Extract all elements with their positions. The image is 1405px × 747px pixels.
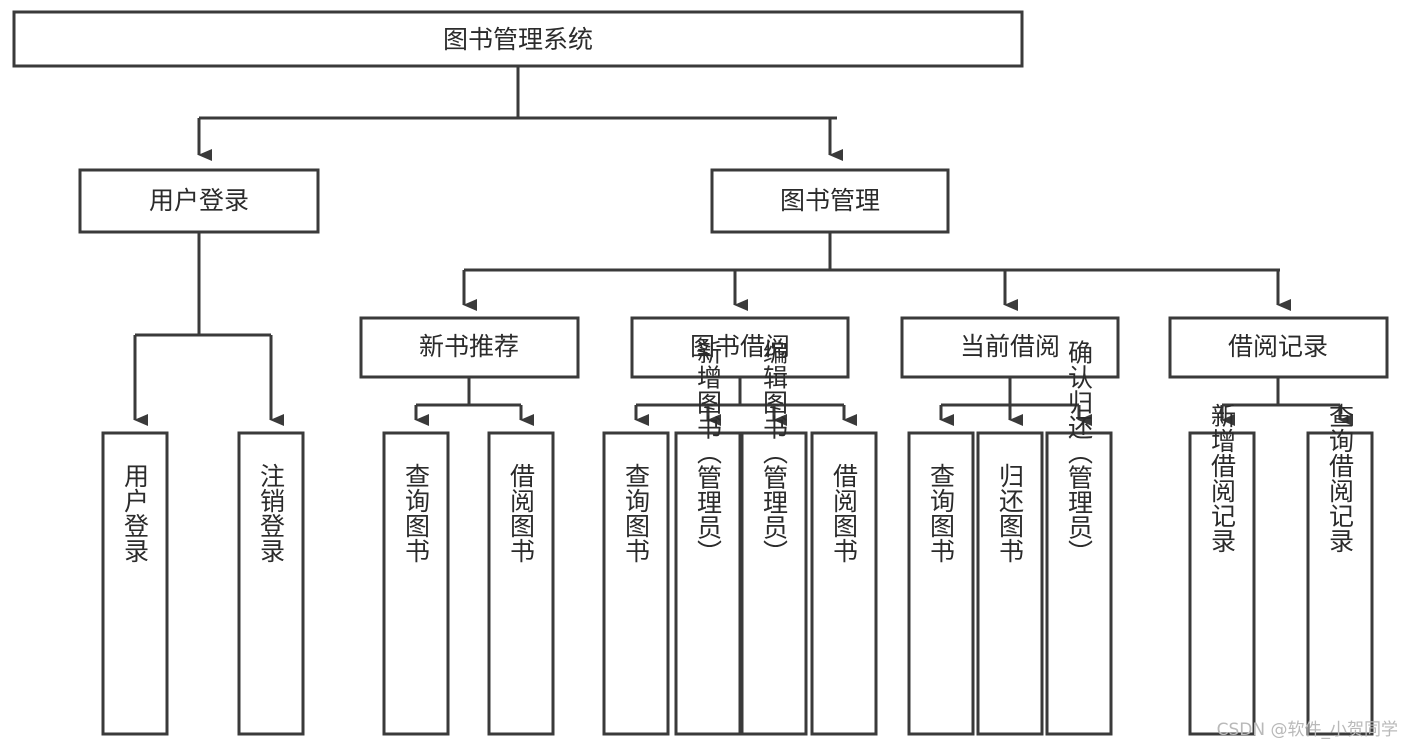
leaf-node-user-login-login[interactable]: 用户登录 — [101, 431, 169, 736]
leaf-label: 注销登录 — [257, 463, 286, 563]
leaf-label: 借阅图书 — [830, 463, 859, 563]
leaf-node-book-borrow-edit-book-admin[interactable]: 编辑图书（管理员） — [740, 340, 808, 736]
node-root-book-management-system[interactable]: 图书管理系统 — [12, 10, 1024, 68]
connectors-new-book-to-leaves — [414, 377, 534, 426]
leaf-label: 查询图书 — [402, 463, 431, 563]
node-book-management[interactable]: 图书管理 — [710, 168, 950, 234]
leaf-label: 编辑图书（管理员） — [760, 340, 789, 565]
node-book-management-label: 图书管理 — [780, 186, 880, 215]
leaf-box[interactable] — [382, 431, 450, 736]
node-user-login[interactable]: 用户登录 — [78, 168, 320, 234]
leaf-box[interactable] — [740, 431, 808, 736]
node-book-borrow-label: 图书借阅 — [690, 332, 790, 361]
node-new-book-recommend[interactable]: 新书推荐 — [359, 316, 580, 379]
leaf-box[interactable] — [602, 431, 670, 736]
node-new-book-recommend-label: 新书推荐 — [419, 332, 519, 361]
leaf-node-current-borrow-query-book[interactable]: 查询图书 — [907, 431, 975, 736]
node-current-borrow-box[interactable] — [900, 316, 1120, 379]
leaf-box[interactable] — [1188, 431, 1256, 736]
leaf-label: 确认归还（管理员） — [1065, 340, 1094, 565]
leaf-node-new-book-query-book[interactable]: 查询图书 — [382, 431, 450, 736]
leaf-label: 查询借阅记录 — [1326, 403, 1355, 553]
leaf-box[interactable] — [976, 431, 1044, 736]
leaf-box[interactable] — [1045, 431, 1113, 736]
leaf-box[interactable] — [101, 431, 169, 736]
leaf-box[interactable] — [810, 431, 878, 736]
leaf-node-current-borrow-confirm-return-admin[interactable]: 确认归还（管理员） — [1045, 340, 1113, 736]
node-borrow-record-label: 借阅记录 — [1228, 332, 1328, 361]
leaf-box[interactable] — [674, 431, 742, 736]
connectors-book-borrow-to-leaves — [634, 377, 857, 426]
leaf-label: 查询图书 — [622, 463, 651, 563]
leaf-box[interactable] — [237, 431, 305, 736]
node-user-login-label: 用户登录 — [149, 186, 249, 215]
connectors-current-borrow-to-leaves — [939, 377, 1092, 426]
leaf-box[interactable] — [907, 431, 975, 736]
node-root-box[interactable] — [12, 10, 1024, 68]
leaf-label: 新增图书（管理员） — [694, 340, 723, 565]
leaf-node-book-borrow-borrow-book[interactable]: 借阅图书 — [810, 431, 878, 736]
connectors-borrow-record-to-leaves — [1220, 377, 1353, 426]
connectors-book-management-to-level3 — [462, 232, 1291, 311]
node-new-book-recommend-box[interactable] — [359, 316, 580, 379]
leaf-node-new-book-borrow-book[interactable]: 借阅图书 — [487, 431, 555, 736]
leaf-node-borrow-record-query-record[interactable]: 查询借阅记录 — [1306, 403, 1374, 736]
node-borrow-record-box[interactable] — [1168, 316, 1389, 379]
leaf-node-book-borrow-add-book-admin[interactable]: 新增图书（管理员） — [674, 340, 742, 736]
leaf-box[interactable] — [1306, 431, 1374, 736]
leaf-node-book-borrow-query-book[interactable]: 查询图书 — [602, 431, 670, 736]
connectors-root-to-level2 — [197, 66, 843, 161]
leaf-box[interactable] — [487, 431, 555, 736]
leaf-label: 用户登录 — [121, 463, 150, 563]
leaf-node-current-borrow-return-book[interactable]: 归还图书 — [976, 431, 1044, 736]
node-root-label: 图书管理系统 — [443, 25, 593, 54]
leaf-node-user-login-logout[interactable]: 注销登录 — [237, 431, 305, 736]
leaf-label: 新增借阅记录 — [1208, 403, 1237, 553]
node-current-borrow[interactable]: 当前借阅 — [900, 316, 1120, 379]
leaf-label: 查询图书 — [927, 463, 956, 563]
node-user-login-box[interactable] — [78, 168, 320, 234]
node-book-management-box[interactable] — [710, 168, 950, 234]
connectors-user-login-to-leaves — [133, 232, 284, 426]
leaf-label: 归还图书 — [996, 463, 1025, 563]
csdn-watermark: CSDN @软件_小贺同学 — [1217, 720, 1398, 740]
leaf-node-borrow-record-add-record[interactable]: 新增借阅记录 — [1188, 403, 1256, 736]
leaf-label: 借阅图书 — [507, 463, 536, 563]
node-current-borrow-label: 当前借阅 — [960, 332, 1060, 361]
node-book-borrow[interactable]: 图书借阅 — [630, 316, 850, 379]
node-book-borrow-box[interactable] — [630, 316, 850, 379]
node-borrow-record[interactable]: 借阅记录 — [1168, 316, 1389, 379]
